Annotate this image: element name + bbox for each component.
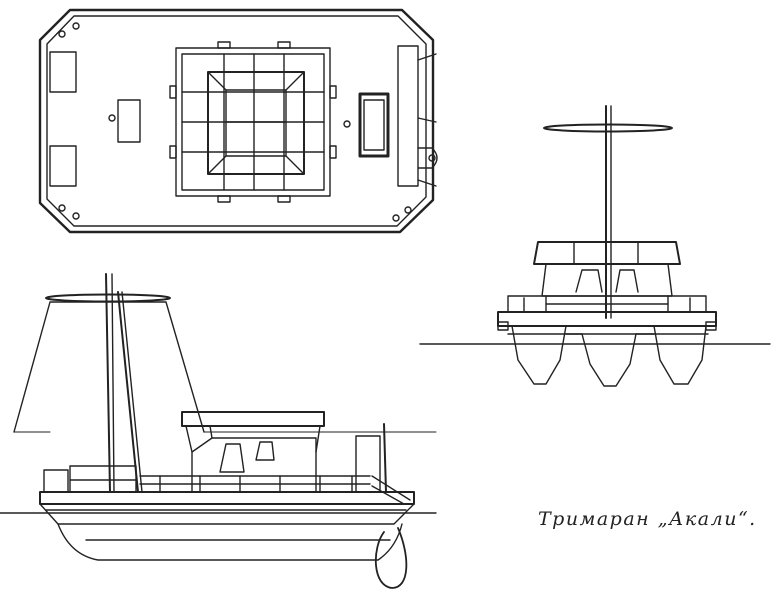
plan-roof-edge [208,72,226,90]
plan-outrigger-line [418,118,436,122]
plan-bolt [344,121,350,127]
plan-outrigger-line [418,54,436,60]
side-mast [112,274,114,492]
front-hull-left [512,326,566,384]
plan-bolt [73,213,79,219]
plan-bolt [59,205,65,211]
side-mast [106,274,110,492]
side-stern-box [356,436,380,492]
side-deckhouse-roof [182,412,324,426]
front-railing [508,296,546,312]
plan-bolt [405,207,411,213]
plan-hatch [50,52,76,92]
side-stern-line [372,486,404,504]
side-window [220,444,244,472]
front-view [420,106,770,386]
side-deck-box [70,466,136,492]
plan-bolt [109,115,115,121]
plan-view [40,10,437,232]
plan-side-panel [398,46,418,186]
side-keel [58,524,402,560]
side-deck-box [44,470,68,492]
side-mast-stay [122,292,142,492]
plan-roof-edge [286,156,304,174]
front-window [616,270,638,292]
plan-bracket [418,148,437,168]
front-hull-right [654,326,706,384]
plan-railing-tab [330,86,336,98]
plan-bracket-hole [429,155,435,161]
plan-railing-tab [278,196,290,202]
plan-railing-tab [170,146,176,158]
front-roof [534,242,680,264]
plan-railing-tab [218,196,230,202]
plan-roof-top [226,90,286,156]
figure-caption: Тримаран „Акали“. [538,508,757,530]
front-deck-cap [498,322,508,330]
side-window [256,442,274,460]
side-sonar-pod [376,528,407,588]
front-hull-center [582,334,636,386]
plan-hull-outer [40,10,433,232]
plan-equipment-box-inner [364,100,384,150]
side-roof-post [186,426,192,452]
side-deck [40,492,414,504]
plan-bolt [59,31,65,37]
front-deck [498,312,716,326]
side-stern-line [372,476,410,500]
plan-hatch [50,146,76,186]
plan-railing [176,48,330,196]
plan-equipment-box [360,94,388,156]
plan-railing-tab [330,146,336,158]
side-roof-post [316,426,320,452]
side-stern-post [384,424,386,492]
plan-railing-tab [170,86,176,98]
plan-roof-edge [208,156,226,174]
plan-railing-tab [218,42,230,48]
plan-hull-inner [47,16,426,226]
front-window [576,270,602,292]
plan-roof-edge [286,72,304,90]
front-antenna [544,125,672,132]
side-hull [40,504,414,524]
side-antenna [46,295,170,302]
plan-bolt [393,215,399,221]
plan-outrigger-line [418,180,436,186]
plan-railing-tab [278,42,290,48]
front-railing [668,296,706,312]
side-mast-stay [118,292,138,492]
side-roof-post [210,426,212,438]
side-view [0,274,436,588]
plan-roof [208,72,304,174]
plan-bolt [73,23,79,29]
plan-hatch [118,100,140,142]
